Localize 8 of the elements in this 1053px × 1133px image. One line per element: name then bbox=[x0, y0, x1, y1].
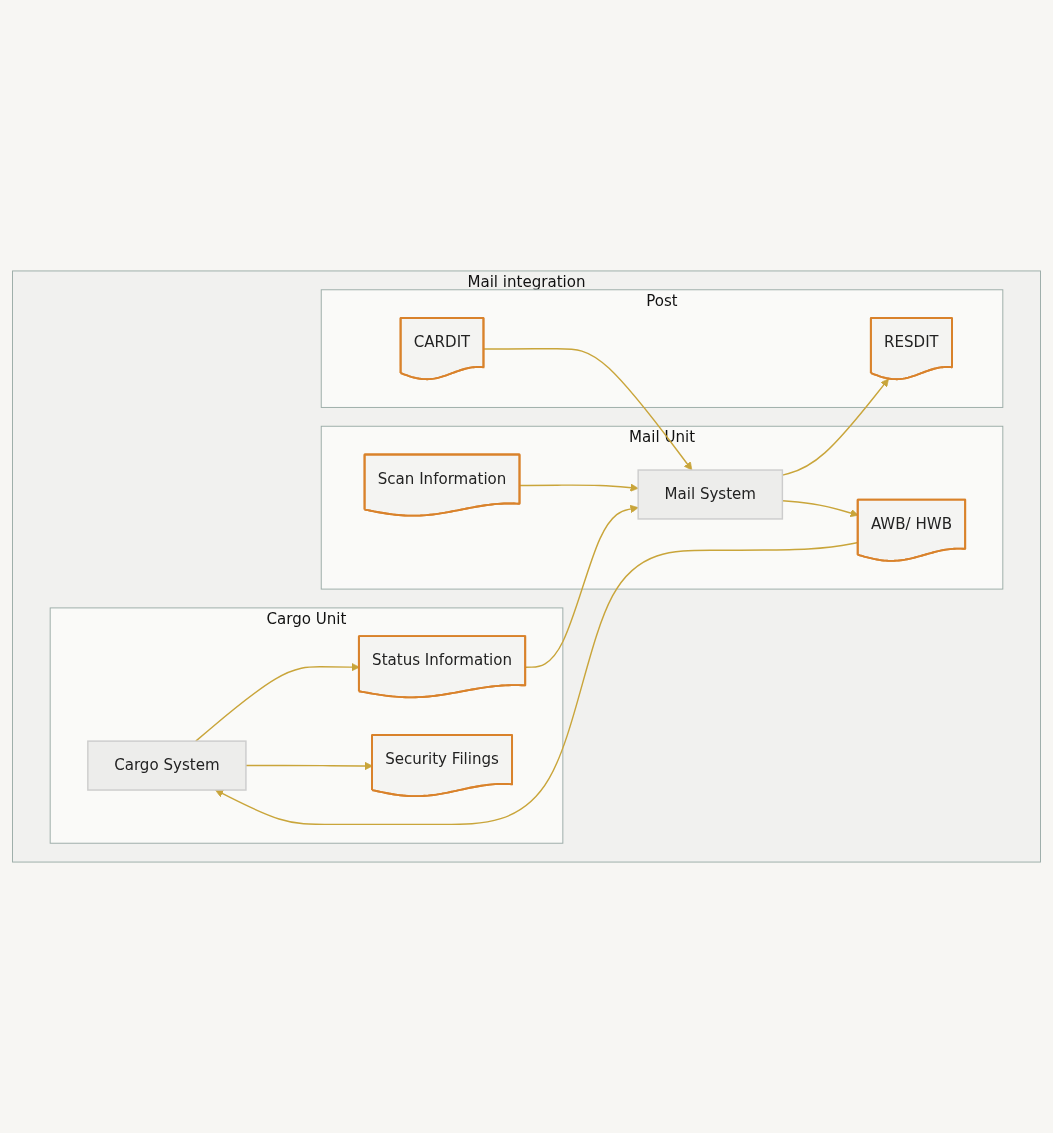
node-box: Cargo System bbox=[87, 740, 247, 791]
arrow bbox=[245, 761, 373, 771]
arrow bbox=[483, 347, 693, 471]
arrow bbox=[215, 541, 859, 826]
arrow bbox=[524, 504, 639, 668]
arrow bbox=[519, 483, 639, 492]
node-box: Mail System bbox=[637, 469, 784, 520]
arrow bbox=[195, 663, 360, 742]
